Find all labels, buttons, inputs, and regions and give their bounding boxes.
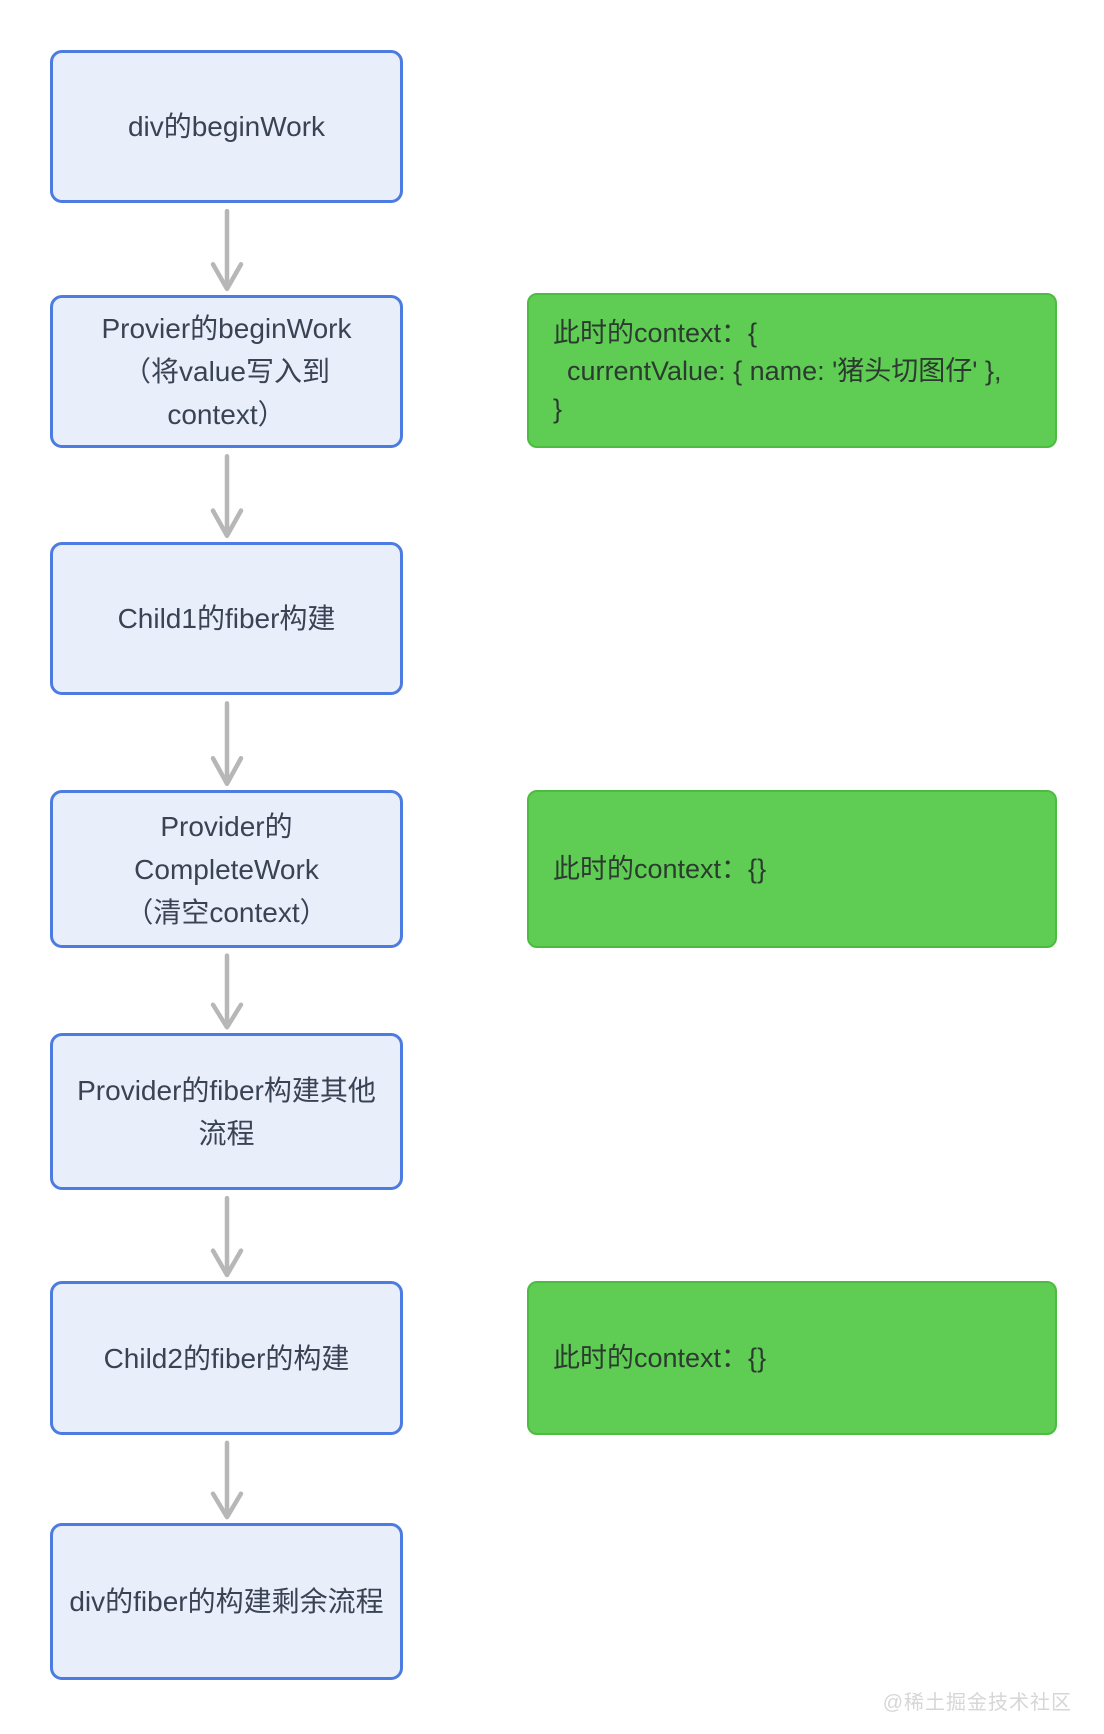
flow-node-child1-fiber: Child1的fiber构建 bbox=[50, 542, 403, 695]
flow-node-child2-fiber: Child2的fiber的构建 bbox=[50, 1281, 403, 1435]
arrow-down-icon bbox=[207, 1190, 247, 1281]
note-context-after-completework: 此时的context：{} bbox=[527, 790, 1057, 948]
watermark: @稀土掘金技术社区 bbox=[882, 1692, 1072, 1714]
node-label-line: （清空context） bbox=[125, 896, 328, 928]
arrow-down-icon bbox=[207, 695, 247, 790]
note-line: 此时的context：{ bbox=[553, 317, 758, 348]
flow-node-div-beginwork: div的beginWork bbox=[50, 50, 403, 203]
node-label-line: CompleteWork bbox=[134, 853, 319, 885]
flow-node-div-fiber-rest: div的fiber的构建剩余流程 bbox=[50, 1523, 403, 1680]
note-context-after-provider-beginwork: 此时的context：{ currentValue: { name: '猪头切图… bbox=[527, 293, 1057, 448]
node-label-line: context） bbox=[167, 399, 286, 430]
flow-node-provider-beginwork: Provier的beginWork （将value写入到 context） bbox=[50, 295, 403, 448]
node-label-line: 流程 bbox=[198, 1117, 255, 1149]
node-label-line: （将value写入到 bbox=[123, 356, 330, 387]
arrow-down-icon bbox=[207, 948, 247, 1033]
node-label-line: Provider的 bbox=[160, 810, 293, 842]
note-line: } bbox=[553, 393, 563, 424]
node-label-line: Provider的fiber构建其他 bbox=[77, 1074, 376, 1106]
note-line: currentValue: { name: '猪头切图仔' }, bbox=[567, 355, 1002, 386]
flow-node-provider-fiber-other: Provider的fiber构建其他 流程 bbox=[50, 1033, 403, 1190]
arrow-down-icon bbox=[207, 203, 247, 295]
note-context-after-child2: 此时的context：{} bbox=[527, 1281, 1057, 1435]
node-label: div的fiber的构建剩余流程 bbox=[69, 1586, 384, 1617]
node-label: Child2的fiber的构建 bbox=[103, 1342, 350, 1374]
node-label: div的beginWork bbox=[127, 111, 326, 142]
node-label-line: Provier的beginWork bbox=[101, 313, 352, 344]
arrow-down-icon bbox=[207, 448, 247, 542]
node-label: Child1的fiber构建 bbox=[117, 603, 336, 634]
note-line: 此时的context：{} bbox=[553, 854, 767, 884]
arrow-down-icon bbox=[207, 1435, 247, 1523]
flow-node-provider-completework: Provider的 CompleteWork （清空context） bbox=[50, 790, 403, 948]
note-line: 此时的context：{} bbox=[553, 1343, 767, 1373]
